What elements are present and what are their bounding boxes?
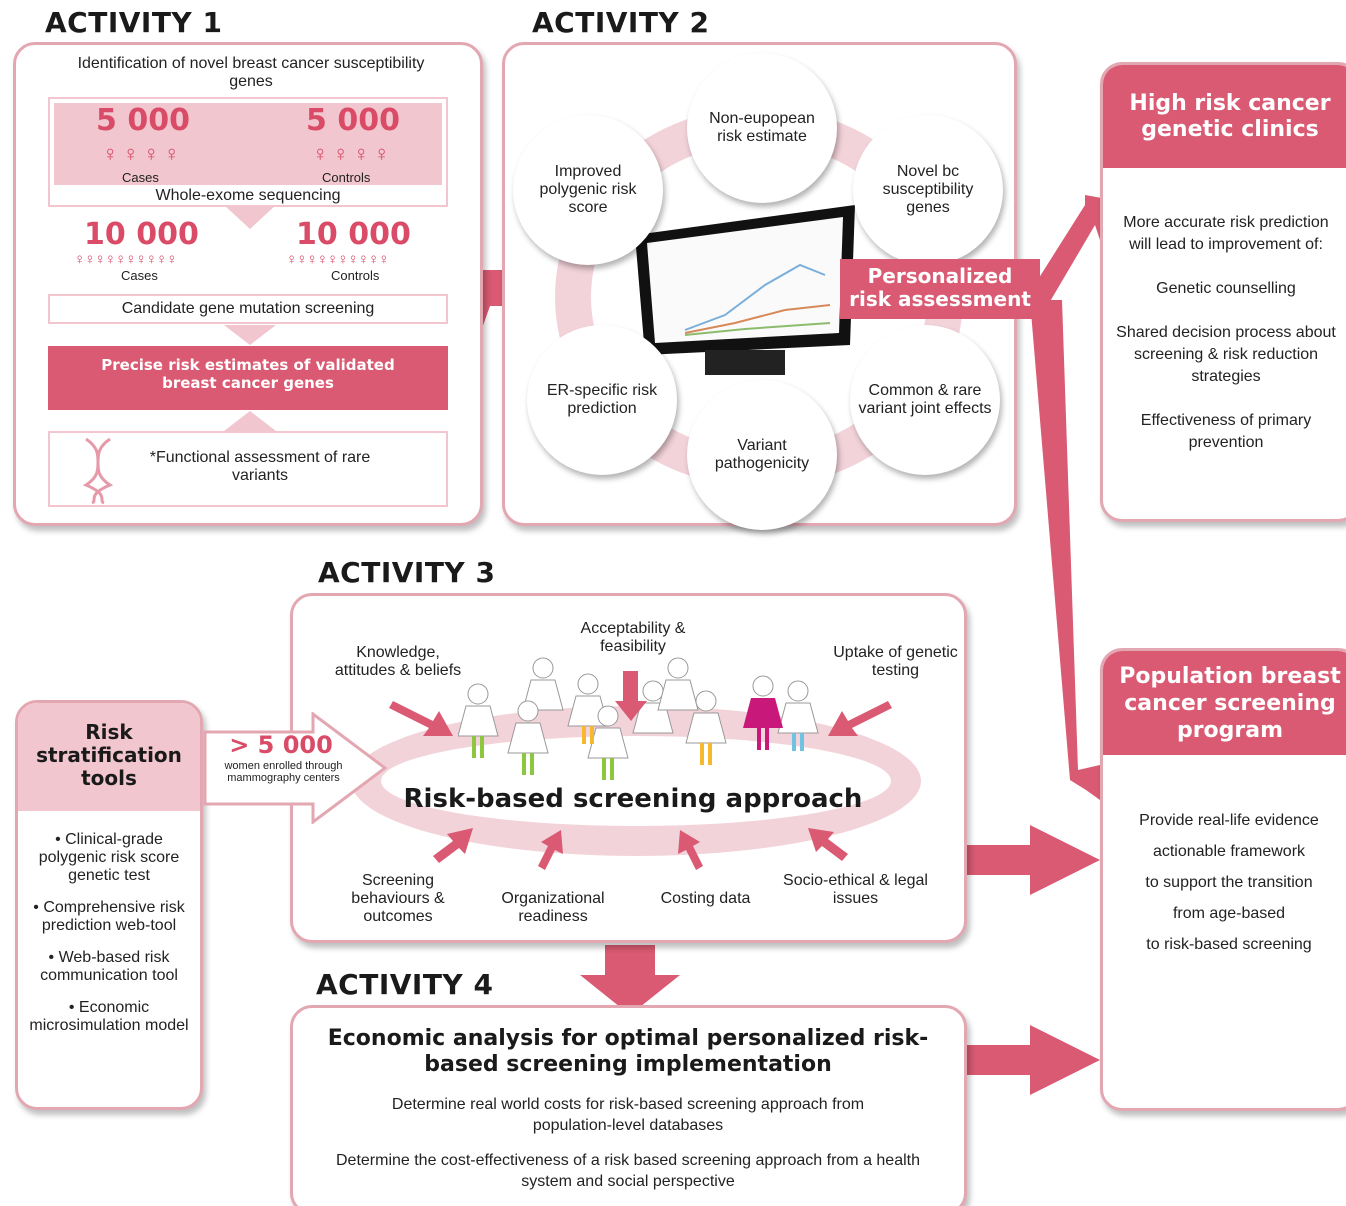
arrow-to-population bbox=[1030, 300, 1140, 800]
high-risk-item3: Effectiveness of primary prevention bbox=[1140, 412, 1312, 451]
tool-item: • Clinical-grade polygenic risk score ge… bbox=[38, 831, 180, 884]
controls2-people-icon: ♀♀♀♀♀♀♀♀♀♀ bbox=[286, 251, 389, 268]
circle-polygenic: Improved polygenic risk score bbox=[513, 115, 663, 265]
population-line3: to support the transition bbox=[1145, 874, 1313, 891]
cases1-people-icon: ♀♀♀♀ bbox=[102, 141, 184, 166]
high-risk-item2: Shared decision process about screening … bbox=[1116, 324, 1336, 385]
personalized-risk-box: Personalized risk assessment bbox=[840, 259, 1040, 319]
cases2-count: 10 000 bbox=[84, 217, 199, 252]
cases2-label: Cases bbox=[121, 268, 158, 283]
factor-screening-behaviours: Screening behaviours & outcomes bbox=[351, 872, 445, 925]
dna-icon bbox=[82, 437, 114, 505]
cohort-band bbox=[54, 103, 442, 185]
tool-item: • Economic microsimulation model bbox=[29, 999, 189, 1034]
high-risk-item1: Genetic counselling bbox=[1156, 280, 1296, 297]
high-risk-lead: More accurate risk prediction will lead … bbox=[1123, 214, 1329, 253]
arrow-activity3-to-population bbox=[965, 825, 1100, 895]
controls2-count: 10 000 bbox=[296, 217, 411, 252]
population-line5: to risk-based screening bbox=[1146, 936, 1312, 953]
gene-screening-box: Candidate gene mutation screening bbox=[48, 294, 448, 324]
monitor-chart-icon bbox=[635, 205, 855, 375]
enrolled-count: > 5 000 bbox=[229, 731, 333, 759]
activity1-intro: Identification of novel breast cancer su… bbox=[77, 55, 425, 90]
circle-er-specific: ER-specific risk prediction bbox=[527, 325, 677, 475]
high-risk-title: High risk cancer genetic clinics bbox=[1103, 65, 1346, 168]
high-risk-content: More accurate risk prediction will lead … bbox=[1103, 168, 1346, 454]
cases2-people-icon: ♀♀♀♀♀♀♀♀♀♀ bbox=[74, 251, 177, 268]
activity4-heading: ACTIVITY 4 bbox=[316, 968, 494, 1001]
functional-box: *Functional assessment of rare variants bbox=[48, 431, 448, 507]
population-line4: from age-based bbox=[1172, 905, 1286, 922]
circle-variant-pathogenicity: Variant pathogenicity bbox=[687, 380, 837, 530]
up-chevron-icon bbox=[224, 411, 276, 431]
activity1-panel: Identification of novel breast cancer su… bbox=[13, 42, 483, 526]
population-content: Provide real-life evidence actionable fr… bbox=[1103, 755, 1346, 960]
activity3-heading: ACTIVITY 3 bbox=[318, 556, 496, 589]
population-panel: Population breast cancer screening progr… bbox=[1100, 648, 1346, 1111]
tools-title: Risk stratification tools bbox=[18, 703, 200, 811]
sequencing-label: Whole-exome sequencing bbox=[155, 187, 341, 204]
high-risk-panel: High risk cancer genetic clinics More ac… bbox=[1100, 62, 1346, 522]
enrolled-text: women enrolled through mammography cente… bbox=[224, 760, 343, 784]
activity4-line1: Determine real world costs for risk-base… bbox=[391, 1096, 865, 1134]
cases1-label: Cases bbox=[122, 170, 159, 185]
activity4-panel: Economic analysis for optimal personaliz… bbox=[290, 1005, 967, 1206]
sequencing-block: 5 000 5 000 ♀♀♀♀ ♀♀♀♀ Cases Controls Who… bbox=[48, 97, 448, 207]
controls1-label: Controls bbox=[322, 170, 371, 185]
activity2-heading: ACTIVITY 2 bbox=[532, 6, 710, 39]
controls1-count: 5 000 bbox=[306, 103, 400, 138]
functional-label: *Functional assessment of rare variants bbox=[149, 449, 371, 484]
circle-non-european: Non-eupopean risk estimate bbox=[687, 53, 837, 203]
activity3-panel: Risk-based screening approach Knowledge,… bbox=[290, 593, 967, 943]
circle-novel-genes: Novel bc susceptibility genes bbox=[853, 115, 1003, 265]
women-figures-icon bbox=[458, 657, 819, 780]
down-chevron-icon bbox=[224, 205, 276, 229]
tools-panel: Risk stratification tools • Clinical-gra… bbox=[15, 700, 203, 1110]
factor-costing: Costing data bbox=[660, 890, 751, 907]
factor-arrows bbox=[389, 671, 892, 870]
population-title: Population breast cancer screening progr… bbox=[1103, 651, 1346, 755]
enrollment-arrow bbox=[203, 712, 388, 824]
factor-acceptability: Acceptability & feasibility bbox=[580, 620, 686, 655]
tool-item: • Comprehensive risk prediction web-tool bbox=[33, 899, 185, 934]
activity1-heading: ACTIVITY 1 bbox=[45, 6, 223, 39]
activity4-title: Economic analysis for optimal personaliz… bbox=[327, 1026, 929, 1077]
risk-based-approach-title: Risk-based screening approach bbox=[403, 784, 863, 814]
precise-risk-box: Precise risk estimates of validated brea… bbox=[48, 346, 448, 410]
factor-knowledge: Knowledge, attitudes & beliefs bbox=[334, 644, 462, 679]
arrow-activity4-to-population bbox=[965, 1025, 1100, 1095]
down-chevron-icon bbox=[224, 325, 276, 345]
controls1-people-icon: ♀♀♀♀ bbox=[312, 141, 394, 166]
arrow-activity3-to-4 bbox=[580, 945, 680, 1015]
tool-item: • Web-based risk communication tool bbox=[40, 949, 178, 984]
population-line1: Provide real-life evidence bbox=[1139, 812, 1319, 829]
activity2-panel: Non-eupopean risk estimate Improved poly… bbox=[502, 42, 1040, 530]
factor-socio-ethical: Socio-ethical & legal issues bbox=[783, 872, 928, 907]
factor-uptake: Uptake of genetic testing bbox=[833, 644, 958, 679]
cases1-count: 5 000 bbox=[96, 103, 190, 138]
tools-list: • Clinical-grade polygenic risk score ge… bbox=[18, 811, 200, 1035]
population-line2: actionable framework bbox=[1152, 843, 1306, 860]
factor-organizational: Organizational readiness bbox=[501, 890, 605, 925]
circle-joint-effects: Common & rare variant joint effects bbox=[850, 325, 1000, 475]
activity4-line2: Determine the cost-effectiveness of a ri… bbox=[335, 1152, 920, 1190]
controls2-label: Controls bbox=[331, 268, 380, 283]
